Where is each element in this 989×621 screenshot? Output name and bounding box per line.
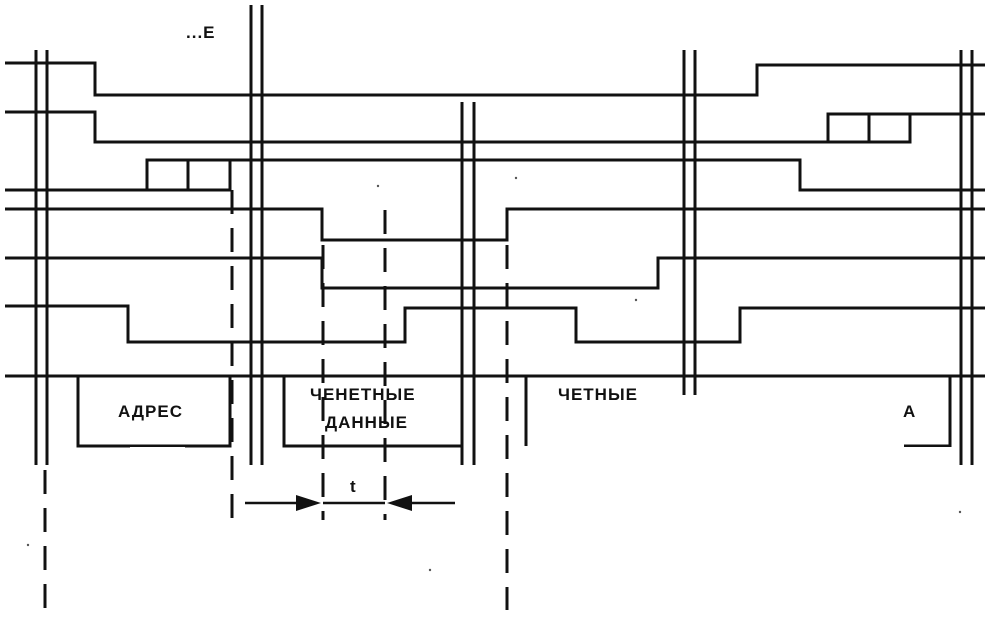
top-fragment-label: ...Е bbox=[186, 23, 216, 42]
data-tail-label: А bbox=[903, 402, 916, 421]
read-box2-label: ЧЕТНЫЕ bbox=[558, 385, 638, 404]
read-box-label-line1: ЧЕНЕТНЫЕ bbox=[310, 385, 416, 404]
mask-2 bbox=[130, 447, 185, 461]
time-interval-arrow bbox=[245, 495, 455, 511]
read-box-label-line2: ДАННЫЕ bbox=[325, 413, 408, 432]
vertical-bars bbox=[34, 5, 974, 465]
read-box-1 bbox=[282, 376, 462, 448]
signal-line-6 bbox=[5, 304, 985, 344]
mask-3 bbox=[900, 447, 955, 461]
signal-line-3 bbox=[5, 158, 985, 192]
address-label: АДРЕС bbox=[118, 402, 183, 421]
mask-1 bbox=[532, 398, 904, 458]
read-box-3 bbox=[903, 376, 952, 448]
signal-line-4 bbox=[5, 207, 985, 242]
pulse-boxes-signal-3 bbox=[147, 160, 232, 192]
time-interval-label: t bbox=[350, 477, 357, 496]
signal-line-5 bbox=[5, 256, 985, 290]
signal-line-2 bbox=[5, 110, 985, 144]
pulse-boxes-signal-2 bbox=[828, 112, 912, 144]
signal-line-1 bbox=[5, 61, 985, 97]
address-box bbox=[76, 376, 232, 448]
dashed-markers bbox=[43, 190, 509, 615]
scan-specks bbox=[26, 176, 962, 572]
